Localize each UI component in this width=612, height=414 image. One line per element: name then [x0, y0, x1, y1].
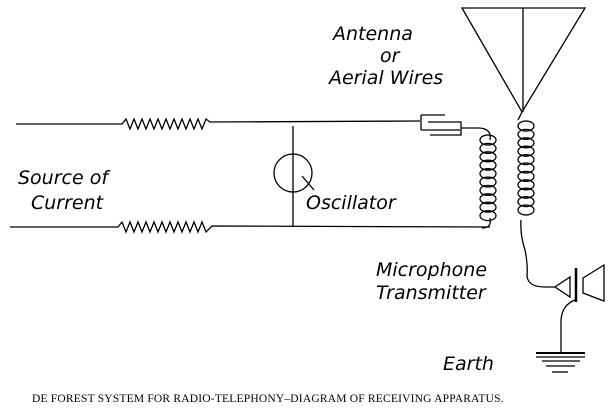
earth-ground-symbol — [536, 352, 585, 373]
coil-loop — [517, 187, 535, 199]
coil-loop — [479, 142, 497, 155]
primary-coil — [479, 134, 497, 222]
secondary-coil — [517, 120, 535, 216]
label-oscillator: Oscillator — [306, 192, 397, 214]
label-transmitter: Transmitter — [376, 282, 487, 304]
coil-loop — [517, 204, 535, 216]
coil-loop — [479, 159, 497, 171]
coil-loop — [479, 134, 497, 146]
coil-loop — [517, 195, 535, 208]
coil-loop — [479, 201, 497, 213]
label-antenna: Antenna — [331, 23, 413, 45]
top-wire — [16, 117, 421, 131]
coil-loop — [517, 170, 535, 183]
coil-loop — [517, 128, 535, 141]
lead-to-microphone — [520, 219, 555, 288]
bottom-wire — [10, 220, 491, 234]
coil-loop — [479, 151, 497, 163]
label-microphone: Microphone — [376, 259, 487, 281]
coil-loop — [479, 167, 497, 180]
coil-loop — [479, 193, 497, 205]
label-current: Current — [31, 192, 105, 214]
label-earth: Earth — [443, 353, 494, 375]
antenna-symbol — [460, 7, 587, 121]
coil-loop — [517, 145, 535, 157]
coil-loop — [517, 137, 535, 149]
coil-loop — [479, 176, 497, 188]
coil-loop — [517, 153, 535, 166]
microphone-transmitter — [553, 263, 605, 302]
coil-loop — [517, 162, 535, 174]
figure-caption: DE FOREST SYSTEM FOR RADIO-TELEPHONY–DIA… — [32, 393, 504, 405]
oscillator-pointer — [301, 175, 315, 191]
oscillator-symbol — [273, 153, 313, 193]
coil-loop — [517, 120, 535, 132]
condenser — [420, 114, 491, 141]
lead-to-earth — [560, 299, 576, 352]
label-or: or — [380, 45, 401, 67]
coil-loop — [517, 179, 535, 191]
label-source-of: Source of — [18, 167, 111, 189]
coil-loop — [479, 209, 497, 222]
label-aerial-wires: Aerial Wires — [327, 67, 443, 89]
coil-loop — [479, 184, 497, 197]
